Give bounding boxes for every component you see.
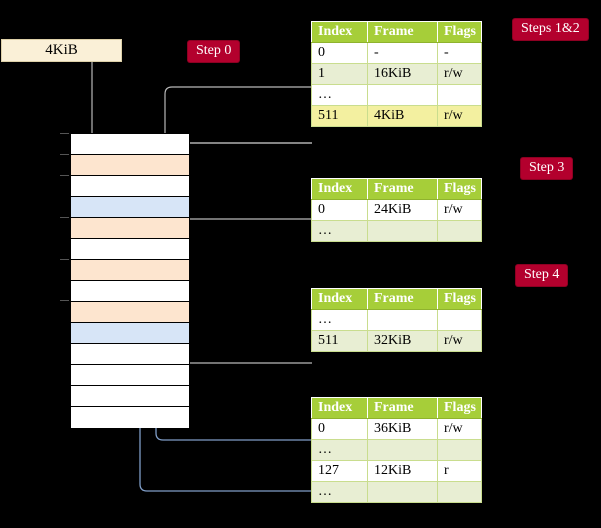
table-row[interactable]: … xyxy=(311,84,482,106)
memory-tick xyxy=(60,175,69,176)
memory-tick xyxy=(60,300,69,301)
memory-frame-row[interactable] xyxy=(71,281,189,302)
cell-flags: r xyxy=(437,460,482,482)
badge-step-4: Step 4 xyxy=(516,265,568,286)
cell-frame xyxy=(367,220,438,242)
memory-frame-row[interactable] xyxy=(71,260,189,281)
virtual-address-box: 4KiB xyxy=(1,39,122,62)
cell-index: … xyxy=(311,481,368,503)
cell-index: … xyxy=(311,309,368,331)
memory-frame-row[interactable] xyxy=(71,323,189,344)
cell-index: 0 xyxy=(311,199,368,221)
cell-index: 511 xyxy=(311,105,368,127)
cell-frame xyxy=(367,481,438,503)
cell-index: 127 xyxy=(311,460,368,482)
memory-frame-row[interactable] xyxy=(71,239,189,260)
cell-frame: 36KiB xyxy=(367,418,438,440)
table-row[interactable]: 0 36KiB r/w xyxy=(311,418,482,440)
virtual-address-label: 4KiB xyxy=(45,42,78,58)
col-header-flags: Flags xyxy=(437,178,482,200)
table-header-row: Index Frame Flags xyxy=(311,21,482,43)
memory-tick xyxy=(60,133,69,134)
cell-index: 0 xyxy=(311,418,368,440)
cell-flags xyxy=(437,439,482,461)
col-header-flags: Flags xyxy=(437,288,482,310)
physical-memory-column xyxy=(70,133,190,428)
table-row[interactable]: … xyxy=(311,439,482,461)
memory-frame-row[interactable] xyxy=(71,407,189,428)
table-row[interactable]: … xyxy=(311,481,482,503)
badge-steps-1-2-label: Steps 1&2 xyxy=(521,21,580,36)
table-header-row: Index Frame Flags xyxy=(311,397,482,419)
memory-frame-row[interactable] xyxy=(71,218,189,239)
cell-index: … xyxy=(311,220,368,242)
table-row[interactable]: 511 32KiB r/w xyxy=(311,330,482,352)
cell-frame: 24KiB xyxy=(367,199,438,221)
cell-frame: 32KiB xyxy=(367,330,438,352)
page-table-3: Index Frame Flags … 511 32KiB r/w xyxy=(311,288,482,352)
cell-flags xyxy=(437,481,482,503)
cell-frame xyxy=(367,439,438,461)
badge-steps-1-2: Steps 1&2 xyxy=(513,19,588,40)
cell-flags: r/w xyxy=(437,105,482,127)
cell-flags: r/w xyxy=(437,63,482,85)
cell-frame: 4KiB xyxy=(367,105,438,127)
badge-step-0: Step 0 xyxy=(188,41,240,62)
col-header-frame: Frame xyxy=(367,178,438,200)
table-row-highlighted[interactable]: 511 4KiB r/w xyxy=(311,105,482,127)
badge-step-3: Step 3 xyxy=(521,158,573,179)
cell-frame xyxy=(367,84,438,106)
table-row[interactable]: … xyxy=(311,309,482,331)
col-header-frame: Frame xyxy=(367,288,438,310)
cell-index: 1 xyxy=(311,63,368,85)
table-row[interactable]: … xyxy=(311,220,482,242)
table-row[interactable]: 0 - - xyxy=(311,42,482,64)
memory-frame-row[interactable] xyxy=(71,197,189,218)
memory-tick xyxy=(60,217,69,218)
cell-frame: - xyxy=(367,42,438,64)
cell-index: 0 xyxy=(311,42,368,64)
cell-index: … xyxy=(311,439,368,461)
cell-frame xyxy=(367,309,438,331)
table-row[interactable]: 127 12KiB r xyxy=(311,460,482,482)
table-row[interactable]: 1 16KiB r/w xyxy=(311,63,482,85)
page-table-2: Index Frame Flags 0 24KiB r/w … xyxy=(311,178,482,242)
page-table-4: Index Frame Flags 0 36KiB r/w … 127 12Ki… xyxy=(311,397,482,503)
col-header-index: Index xyxy=(311,178,368,200)
page-table-1: Index Frame Flags 0 - - 1 16KiB r/w … xyxy=(311,21,482,127)
memory-frame-row[interactable] xyxy=(71,302,189,323)
badge-step-3-label: Step 3 xyxy=(529,160,565,175)
col-header-index: Index xyxy=(311,21,368,43)
cell-flags xyxy=(437,309,482,331)
cell-index: … xyxy=(311,84,368,106)
memory-tick xyxy=(60,154,69,155)
col-header-flags: Flags xyxy=(437,397,482,419)
cell-flags xyxy=(437,84,482,106)
table-row[interactable]: 0 24KiB r/w xyxy=(311,199,482,221)
memory-frame-row[interactable] xyxy=(71,134,189,155)
cell-index: 511 xyxy=(311,330,368,352)
badge-step-0-label: Step 0 xyxy=(196,43,232,58)
cell-frame: 16KiB xyxy=(367,63,438,85)
memory-frame-row[interactable] xyxy=(71,176,189,197)
memory-frame-row[interactable] xyxy=(71,386,189,407)
col-header-flags: Flags xyxy=(437,21,482,43)
memory-tick xyxy=(60,259,69,260)
memory-frame-row[interactable] xyxy=(71,365,189,386)
col-header-frame: Frame xyxy=(367,397,438,419)
cell-flags xyxy=(437,220,482,242)
col-header-index: Index xyxy=(311,288,368,310)
table-header-row: Index Frame Flags xyxy=(311,178,482,200)
badge-step-4-label: Step 4 xyxy=(524,267,560,282)
memory-frame-row[interactable] xyxy=(71,344,189,365)
cell-flags: - xyxy=(437,42,482,64)
cell-flags: r/w xyxy=(437,330,482,352)
table-header-row: Index Frame Flags xyxy=(311,288,482,310)
memory-frame-row[interactable] xyxy=(71,155,189,176)
cell-flags: r/w xyxy=(437,418,482,440)
cell-flags: r/w xyxy=(437,199,482,221)
col-header-frame: Frame xyxy=(367,21,438,43)
cell-frame: 12KiB xyxy=(367,460,438,482)
col-header-index: Index xyxy=(311,397,368,419)
